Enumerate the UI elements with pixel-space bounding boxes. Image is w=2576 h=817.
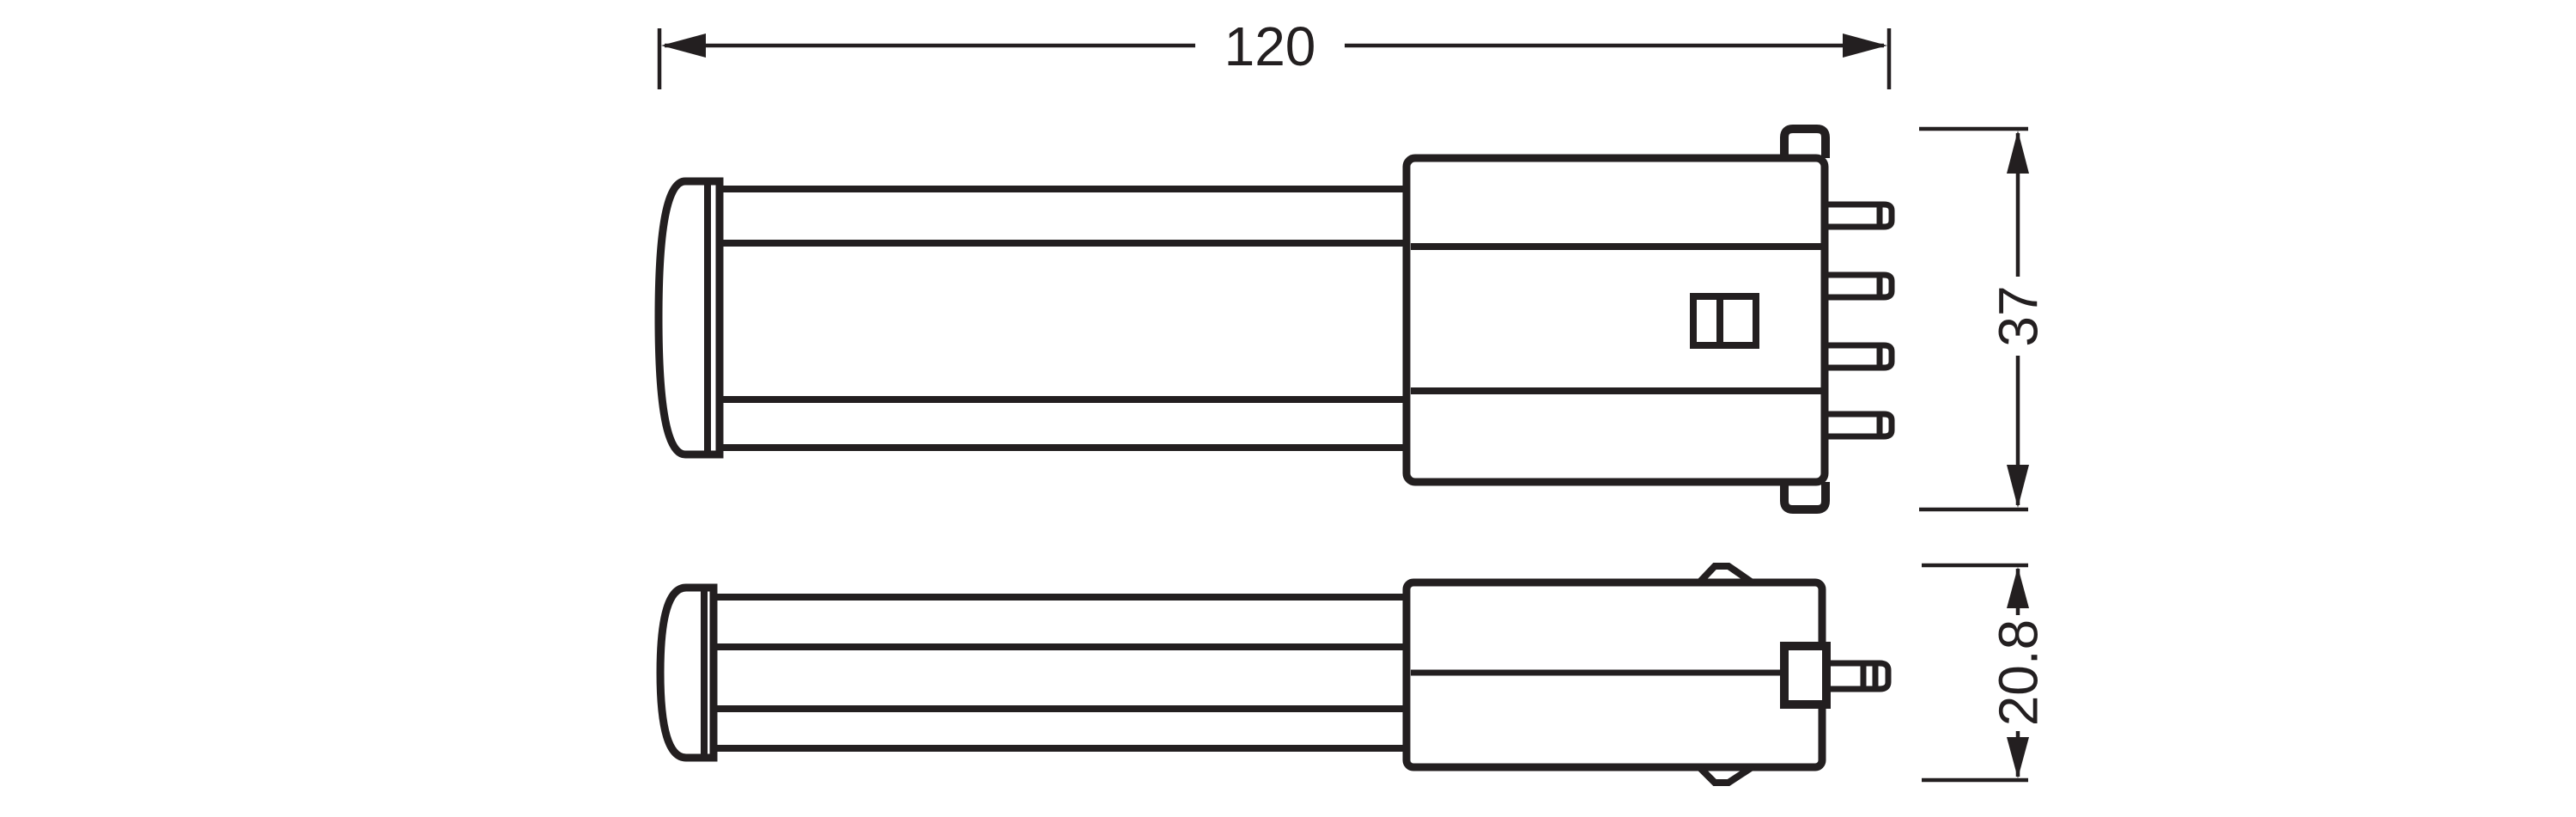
key-slot-window: [1690, 293, 1759, 349]
dimension-length: 120: [657, 15, 1892, 89]
arrowhead-left-icon: [661, 34, 706, 58]
dimension-height: 37: [1919, 126, 2049, 512]
dimension-width: 20.8: [1922, 563, 2049, 783]
lamp-plan-view: [656, 563, 1892, 786]
contact-pin-1: [1826, 201, 1895, 230]
length-dimension-label: 120: [1224, 15, 1316, 77]
contact-pin-2: [1826, 271, 1895, 301]
alignment-bump-bottom: [1696, 763, 1756, 786]
mounting-tab-bottom: [1780, 482, 1830, 514]
arrowhead-up-icon: [2007, 567, 2029, 608]
contact-pin-3: [1826, 342, 1895, 371]
contact-pin-4: [1826, 411, 1895, 440]
arrowhead-right-icon: [1843, 34, 1887, 58]
contact-pin-side: [1826, 660, 1892, 692]
pin-tip: [1876, 271, 1895, 301]
pin-tip: [1876, 201, 1895, 230]
pin-tip: [1876, 342, 1895, 371]
tube-end-cap: [656, 583, 718, 762]
arrowhead-down-icon: [2007, 737, 2029, 778]
pin-tip: [1872, 660, 1892, 692]
base-housing-outline: [1402, 154, 1829, 486]
arrowhead-down-icon: [2007, 465, 2029, 508]
width-dimension-label: 20.8: [1987, 619, 2049, 727]
pin-block: [1780, 642, 1831, 709]
pin-tip: [1876, 411, 1895, 440]
height-dimension-label: 37: [1987, 285, 2049, 346]
arrowhead-up-icon: [2007, 131, 2029, 174]
alignment-bump-top: [1696, 563, 1756, 587]
mounting-tab-top: [1780, 125, 1830, 158]
lamp-side-view: [654, 125, 1895, 514]
